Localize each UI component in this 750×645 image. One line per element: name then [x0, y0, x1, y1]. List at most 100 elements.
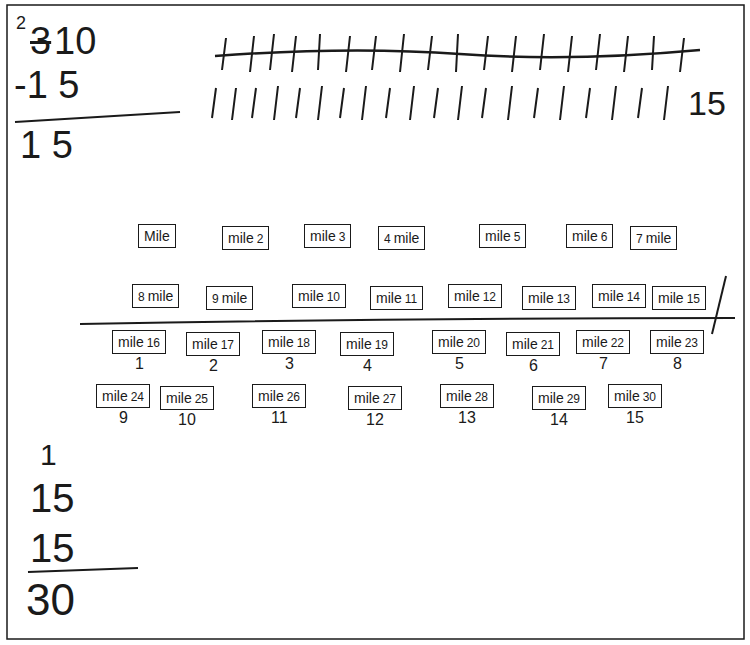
mile-box: mile10 [292, 284, 346, 308]
mile-box: 7mile [630, 226, 677, 250]
count-number: 3 [285, 356, 294, 372]
mile-number: 5 [514, 230, 521, 244]
divider-line [80, 318, 735, 324]
mile-number: 28 [475, 390, 488, 404]
mile-box: mile17 [186, 332, 240, 356]
handwritten-number: 3 [30, 22, 51, 60]
mile-word: mile [166, 390, 192, 406]
mile-word: mile [102, 388, 128, 404]
mile-number: 26 [287, 390, 300, 404]
handwritten-number: 1 5 [20, 126, 73, 164]
mile-word: mile [582, 334, 608, 350]
mile-box: mile16 [112, 330, 166, 354]
handwritten-number: 10 [54, 22, 96, 60]
mile-number: 3 [339, 230, 346, 244]
mile-box: mile28 [440, 384, 494, 408]
mile-word: mile [228, 230, 254, 246]
mile-word: mile [598, 288, 624, 304]
mile-word: mile [268, 334, 294, 350]
mile-box: mile30 [608, 384, 662, 408]
mile-box: mile2 [222, 226, 269, 250]
sum-line [15, 112, 180, 122]
count-number: 6 [529, 358, 538, 374]
mile-word: mile [614, 388, 640, 404]
count-number: 15 [626, 410, 644, 426]
mile-box: mile13 [522, 286, 576, 310]
mile-number: 25 [195, 392, 208, 406]
mile-word: mile [438, 334, 464, 350]
mile-word: mile [118, 334, 144, 350]
mile-box: 4mile [378, 226, 425, 250]
handwritten-number: 15 [688, 86, 726, 120]
count-number: 8 [673, 356, 682, 372]
count-number: 13 [458, 410, 476, 426]
mile-box: mile26 [252, 384, 306, 408]
count-number: 7 [599, 356, 608, 372]
mile-box: Mile [138, 224, 176, 248]
mile-box: mile20 [432, 330, 486, 354]
mile-number: 22 [611, 336, 624, 350]
mile-box: mile12 [448, 284, 502, 308]
tally-marks [212, 34, 700, 120]
mile-number: 12 [483, 290, 496, 304]
mile-box: mile18 [262, 330, 316, 354]
mile-word: mile [346, 336, 372, 352]
handwritten-number: 30 [26, 578, 75, 622]
mile-box: mile27 [348, 386, 402, 410]
count-number: 12 [366, 412, 384, 428]
mile-number: 14 [627, 290, 640, 304]
handwritten-number: 15 [30, 528, 75, 568]
mile-box: 8mile [132, 284, 179, 308]
mile-number: 15 [687, 292, 700, 306]
mile-number: 17 [221, 338, 234, 352]
mile-box: mile29 [532, 386, 586, 410]
mile-number: 6 [601, 230, 608, 244]
mile-number: 10 [327, 290, 340, 304]
count-number: 14 [550, 412, 568, 428]
mile-word: mile [310, 228, 336, 244]
slash-mark [712, 276, 726, 334]
mile-box: mile23 [650, 330, 704, 354]
mile-word: mile [376, 290, 402, 306]
count-number: 2 [209, 358, 218, 374]
mile-number: 8 [138, 290, 145, 304]
mile-word: mile [354, 390, 380, 406]
mile-word: mile [572, 228, 598, 244]
mile-number: 11 [405, 292, 417, 306]
mile-box: mile14 [592, 284, 646, 308]
mile-word: mile [446, 388, 472, 404]
count-number: 4 [363, 358, 372, 374]
mile-box: mile3 [304, 224, 351, 248]
mile-word: mile [646, 230, 672, 246]
mile-box: mile15 [652, 286, 706, 310]
count-number: 1 [135, 356, 144, 372]
mile-number: 19 [375, 338, 388, 352]
mile-number: 29 [567, 392, 580, 406]
mile-number: 2 [257, 232, 264, 246]
mile-number: 4 [384, 232, 391, 246]
mile-number: 18 [297, 336, 310, 350]
mile-number: 30 [643, 390, 656, 404]
mile-word: mile [298, 288, 324, 304]
mile-box: mile19 [340, 332, 394, 356]
mile-box: mile6 [566, 224, 613, 248]
mile-number: 16 [147, 336, 160, 350]
mile-word: mile [512, 336, 538, 352]
mile-word: mile [454, 288, 480, 304]
mile-box: mile21 [506, 332, 560, 356]
mile-number: 24 [131, 390, 144, 404]
handwritten-number: 15 [30, 478, 75, 518]
mile-number: 7 [636, 232, 643, 246]
mile-word: mile [538, 390, 564, 406]
mile-number: 9 [212, 292, 219, 306]
mile-number: 23 [685, 336, 698, 350]
mile-word: mile [485, 228, 511, 244]
handwritten-number: -1 5 [14, 66, 79, 104]
count-number: 9 [119, 410, 128, 426]
frame [7, 5, 744, 639]
mile-box: mile25 [160, 386, 214, 410]
mile-box: mile22 [576, 330, 630, 354]
count-number: 11 [271, 410, 288, 426]
